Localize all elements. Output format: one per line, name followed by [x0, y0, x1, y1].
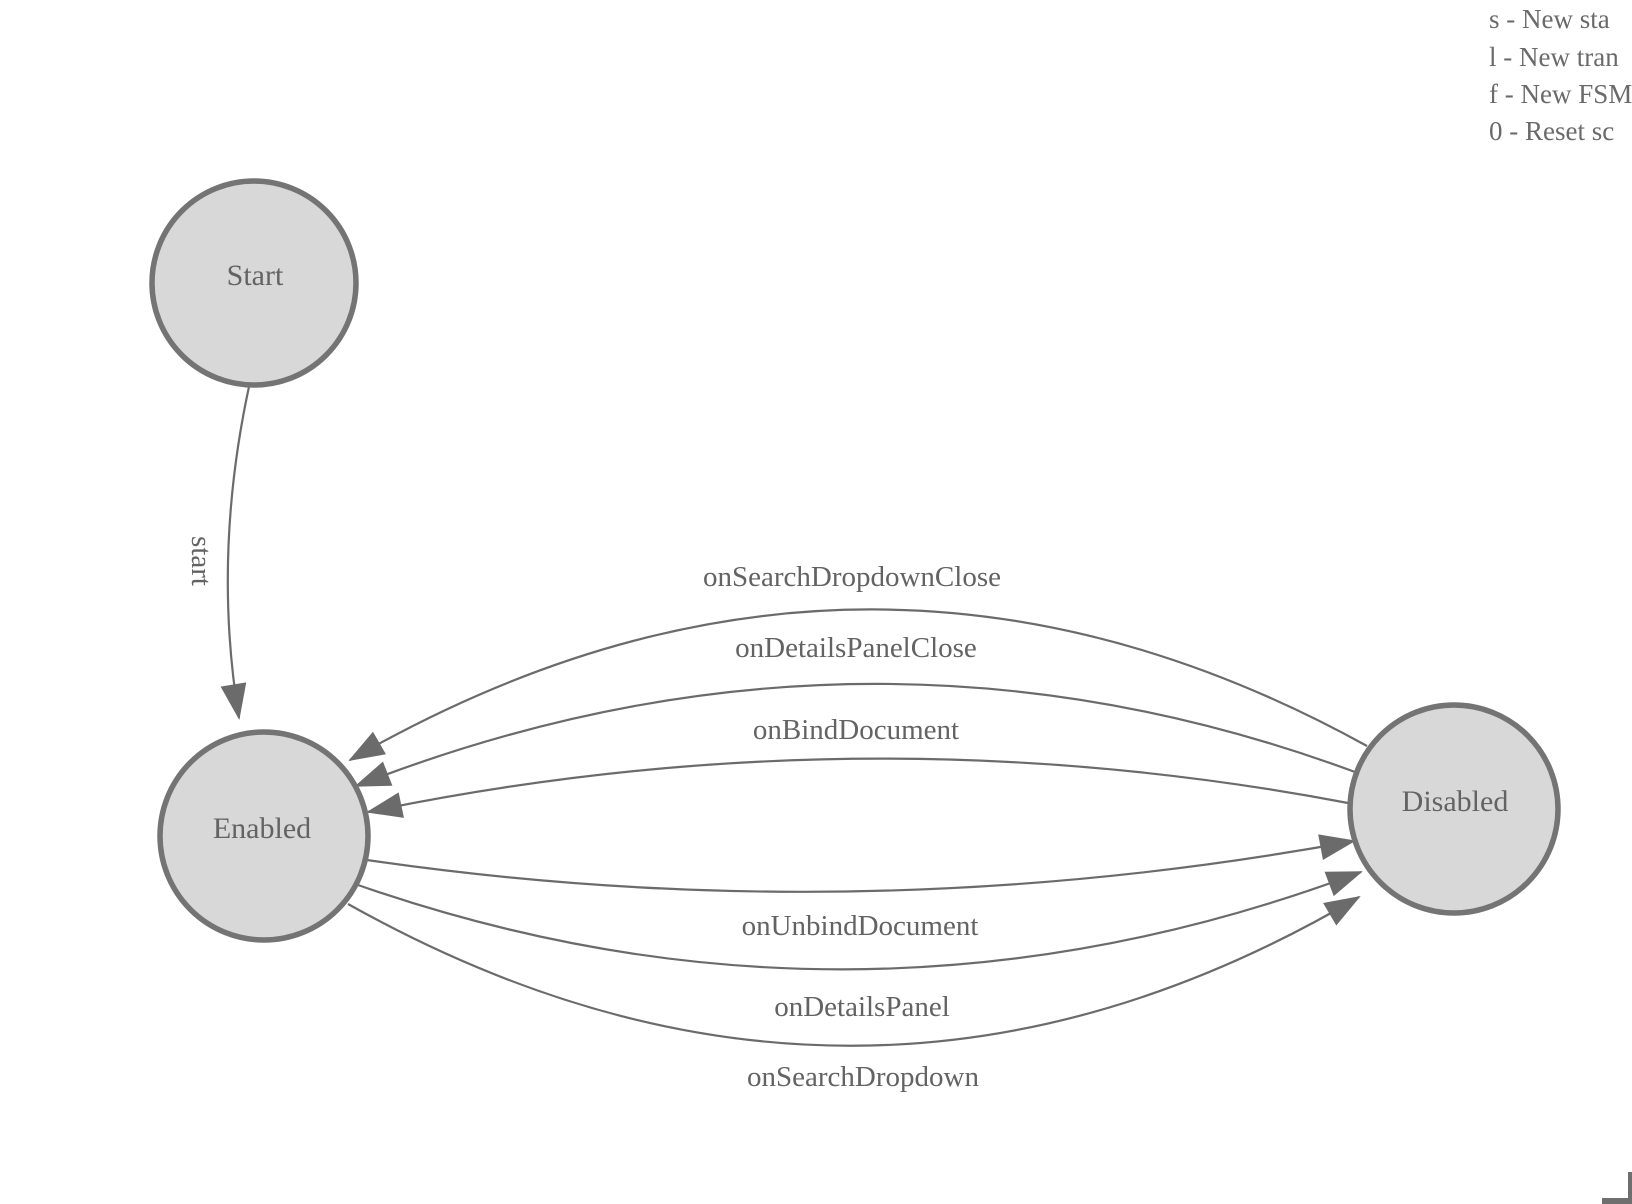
edge-layer — [220, 381, 1368, 1047]
edge-label-ondetailspanelclose: onDetailsPanelClose — [735, 632, 977, 664]
node-disabled-circle[interactable] — [1347, 702, 1561, 916]
edge-onsearchdropdown[interactable] — [347, 895, 1361, 1047]
node-start[interactable]: Start — [149, 178, 359, 388]
edge-start[interactable] — [220, 381, 252, 720]
edge-label-start: start — [185, 536, 217, 586]
edge-label-ondetailspanel: onDetailsPanel — [774, 991, 950, 1023]
legend-line-new-fsm: f - New FSM — [1489, 79, 1632, 109]
edge-ondetailspanel[interactable] — [357, 870, 1363, 971]
legend-line-reset: 0 - Reset sc — [1489, 116, 1614, 146]
edge-label-layer: start onSearchDropdownClose onDetailsPan… — [185, 536, 1001, 1093]
legend-line-new-transition: l - New tran — [1489, 42, 1619, 72]
edge-label-onbinddocument: onBindDocument — [753, 714, 959, 746]
node-start-circle[interactable] — [149, 178, 359, 388]
shortcut-legend: s - New sta l - New tran f - New FSM 0 -… — [1489, 4, 1632, 146]
node-enabled-circle[interactable] — [157, 729, 371, 943]
edge-label-onunbinddocument: onUnbindDocument — [742, 910, 979, 942]
clipped-corner-element — [1602, 1172, 1632, 1204]
edge-label-onsearchdropdownclose: onSearchDropdownClose — [703, 561, 1001, 593]
node-enabled[interactable]: Enabled — [157, 729, 371, 943]
edge-onunbinddocument[interactable] — [366, 834, 1356, 893]
edge-onsearchdropdownclose[interactable] — [348, 608, 1368, 761]
clipped-corner-horizontal-bar — [1602, 1198, 1632, 1204]
legend-line-new-state: s - New sta — [1489, 4, 1610, 34]
clipped-corner-vertical-bar — [1628, 1172, 1632, 1204]
edge-label-onsearchdropdown: onSearchDropdown — [747, 1061, 979, 1093]
node-disabled[interactable]: Disabled — [1347, 702, 1561, 916]
edge-ondetailspanelclose[interactable] — [354, 682, 1356, 788]
node-start-label: Start — [227, 259, 284, 292]
node-disabled-label: Disabled — [1402, 785, 1509, 818]
node-enabled-label: Enabled — [213, 812, 311, 845]
edge-onbinddocument[interactable] — [366, 757, 1349, 818]
node-layer: Start Enabled Disabled — [149, 178, 1561, 943]
